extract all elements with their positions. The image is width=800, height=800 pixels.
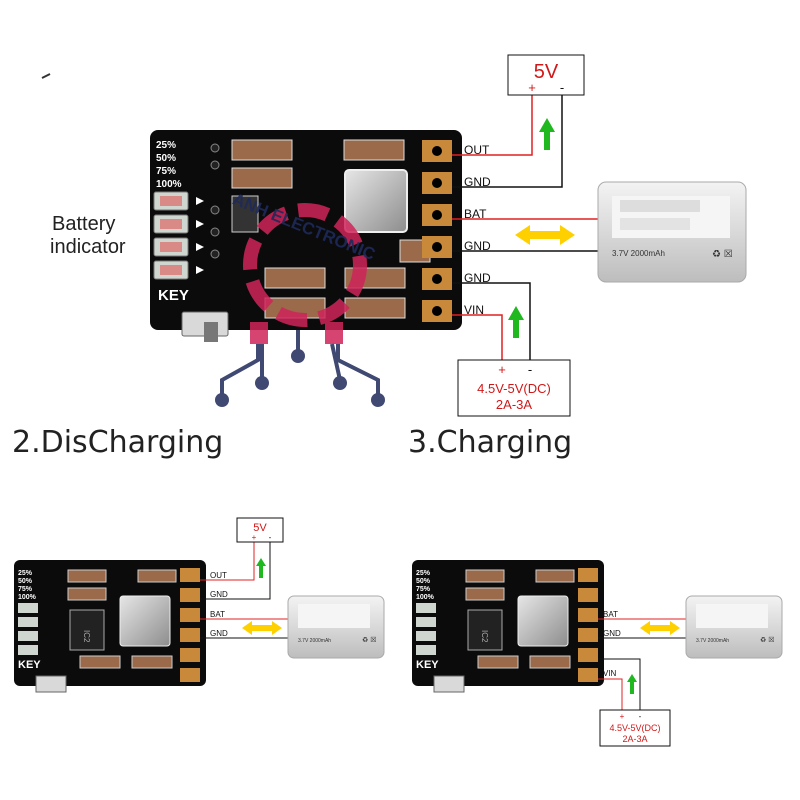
chg-pin-bat: BAT <box>603 610 618 619</box>
dis-battery-text: 3.7V 2000mAh <box>298 638 331 644</box>
chg-level-25: 25% <box>416 570 431 577</box>
chg-key-label: KEY <box>416 659 439 671</box>
chg-chip-label: IC2 <box>480 630 489 643</box>
chg-battery-recycle-icon: ♻ ☒ <box>760 636 775 644</box>
dis-out-voltage: 5V <box>253 522 267 534</box>
chg-in-arrow <box>627 674 637 694</box>
dis-bidirectional-arrow <box>242 621 282 635</box>
main-out-plus: + <box>528 80 536 95</box>
dis-out-arrow <box>256 558 266 578</box>
main-key-switch[interactable] <box>181 311 229 342</box>
discharge-board: 25% 50% 75% 100% IC2 KEY <box>14 560 206 693</box>
main-in-plus: + <box>498 362 506 377</box>
main-pin-bat: BAT <box>464 207 487 221</box>
main-level-100: 100% <box>156 179 182 190</box>
main-wires <box>452 95 600 360</box>
chg-pin-vin: VIN <box>603 669 617 678</box>
main-inductor <box>344 169 408 233</box>
main-battery-recycle-icon: ♻ ☒ <box>712 249 733 260</box>
chg-pin-gnd: GND <box>603 629 621 638</box>
dis-level-50: 50% <box>18 578 33 585</box>
dis-level-100: 100% <box>18 594 37 601</box>
main-out-voltage: 5V <box>534 61 559 83</box>
main-board: 25% 50% 75% 100% <box>150 130 462 342</box>
stray-mark <box>41 73 51 79</box>
main-output-box: 5V + - <box>507 54 585 96</box>
main-level-25: 25% <box>156 140 176 151</box>
main-bidirectional-arrow <box>515 225 575 245</box>
dis-pin-gnd-1: GND <box>210 590 228 599</box>
dis-level-75: 75% <box>18 586 33 593</box>
chg-in-line1: 4.5V-5V(DC) <box>609 723 660 733</box>
main-pin-gnd-2: GND <box>464 239 491 253</box>
dis-pin-gnd-2: GND <box>210 629 228 638</box>
title-charging: 3.Charging <box>408 425 572 460</box>
main-pin-gnd-3: GND <box>464 271 491 285</box>
watermark-logo <box>215 203 385 407</box>
main-components <box>231 139 431 319</box>
main-led-column <box>153 143 220 280</box>
dis-pin-out: OUT <box>210 571 227 580</box>
dis-key-label: KEY <box>18 659 41 671</box>
dis-pin-bat: BAT <box>210 610 225 619</box>
main-in-line1: 4.5V-5V(DC) <box>477 381 551 396</box>
battery-indicator-label-line2: indicator <box>50 236 126 258</box>
dis-out-plus: + <box>252 533 257 542</box>
main-pads <box>422 140 452 322</box>
dis-chip-label: IC2 <box>82 630 91 643</box>
chg-key-switch[interactable] <box>433 675 465 693</box>
title-discharging: 2.DisCharging <box>12 425 223 460</box>
dis-out-minus: - <box>269 533 272 542</box>
chg-in-line2: 2A-3A <box>622 734 647 744</box>
main-pin-gnd-1: GND <box>464 175 491 189</box>
chg-bidirectional-arrow <box>640 621 680 635</box>
chg-wires <box>598 618 688 710</box>
chg-in-plus: + <box>620 712 625 721</box>
chg-battery: 3.7V 2000mAh ♻ ☒ <box>685 595 783 659</box>
main-in-minus: - <box>528 362 532 377</box>
dis-level-25: 25% <box>18 570 33 577</box>
battery-indicator-label-line1: Battery <box>52 213 115 235</box>
chg-level-50: 50% <box>416 578 431 585</box>
dis-battery: 3.7V 2000mAh ♻ ☒ <box>287 595 385 659</box>
dis-key-switch[interactable] <box>35 675 67 693</box>
chg-battery-text: 3.7V 2000mAh <box>696 638 729 644</box>
charge-board: 25% 50% 75% 100% IC2 KEY <box>412 560 604 693</box>
main-in-arrow <box>508 306 524 338</box>
main-level-50: 50% <box>156 153 176 164</box>
main-input-box: + - 4.5V-5V(DC) 2A-3A <box>457 359 571 417</box>
chg-level-75: 75% <box>416 586 431 593</box>
main-in-line2: 2A-3A <box>496 397 532 412</box>
main-pin-vin: VIN <box>464 303 484 317</box>
main-key-label: KEY <box>158 287 189 304</box>
main-pin-out: OUT <box>464 143 490 157</box>
chg-input-box: + - 4.5V-5V(DC) 2A-3A <box>599 709 671 747</box>
main-battery: 3.7V 2000mAh ♻ ☒ <box>597 181 747 283</box>
dis-wires <box>200 542 290 639</box>
main-battery-text: 3.7V 2000mAh <box>612 249 665 258</box>
main-level-75: 75% <box>156 166 176 177</box>
dis-output-box: 5V + - <box>236 517 284 543</box>
main-out-arrow <box>539 118 555 150</box>
dis-battery-recycle-icon: ♻ ☒ <box>362 636 377 644</box>
chg-level-100: 100% <box>416 594 435 601</box>
chg-in-minus: - <box>639 712 642 721</box>
main-out-minus: - <box>560 80 564 95</box>
